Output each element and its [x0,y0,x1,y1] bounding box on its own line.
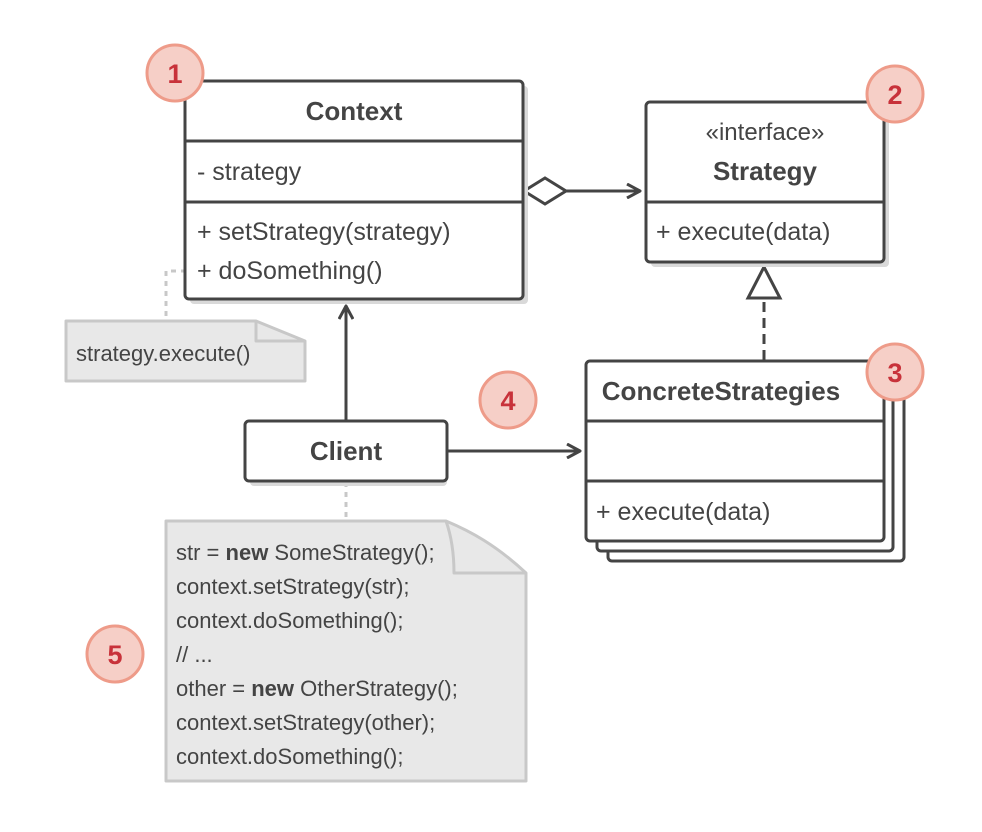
code-fragment: str = [176,540,226,565]
code-line: context.doSomething(); [176,744,403,769]
badge-5-label: 5 [107,640,122,670]
badge-4: 4 [478,370,538,430]
concrete-strategies-class: ConcreteStrategies + execute(data) [584,359,906,563]
code-keyword: new [251,676,295,701]
code-line: // ... [176,642,213,667]
context-method-setstrategy: + setStrategy(strategy) [197,218,451,246]
code-fragment: context.setStrategy(str); [176,574,410,599]
code-fragment: // ... [176,642,213,667]
code-line: str = new SomeStrategy(); [176,540,435,565]
client-note: str = new SomeStrategy(); context.setStra… [164,519,528,783]
client-note-code: str = new SomeStrategy(); context.setStra… [176,540,458,769]
code-line: context.setStrategy(str); [176,574,410,599]
badge-1: 1 [145,43,205,103]
context-method-dosomething: + doSomething() [197,257,383,285]
strategy-interface: «interface» Strategy + execute(data) [644,100,889,267]
badge-3: 3 [865,342,925,402]
note-fold [254,321,305,343]
context-note: strategy.execute() [64,319,307,383]
concrete-method-execute: + execute(data) [596,498,770,526]
badge-4-label: 4 [500,386,515,416]
context-field-strategy: - strategy [197,158,302,186]
client-class: Client [243,419,449,486]
badge-2-label: 2 [887,80,902,110]
code-fragment: other = [176,676,251,701]
strategy-title: Strategy [713,156,818,186]
note-fold [444,520,526,575]
badge-3-label: 3 [887,358,902,388]
realization-connector [745,263,783,360]
concrete-title: ConcreteStrategies [602,376,840,406]
code-fragment: context.doSomething(); [176,744,403,769]
strategy-stereotype: «interface» [706,119,825,146]
realization-triangle [745,263,783,300]
code-keyword: new [226,540,270,565]
aggregation-diamond [521,176,569,206]
aggregation-connector [521,176,640,206]
code-line: context.doSomething(); [176,608,403,633]
code-line: context.setStrategy(other); [176,710,435,735]
badge-5: 5 [85,624,145,684]
code-fragment: SomeStrategy(); [268,540,434,565]
badge-2: 2 [865,64,925,124]
context-class: Context - strategy + setStrategy(strateg… [183,79,528,304]
context-title: Context [306,96,403,126]
context-note-text: strategy.execute() [76,341,250,366]
strategy-method-execute: + execute(data) [656,218,830,246]
code-line: other = new OtherStrategy(); [176,676,458,701]
client-title: Client [310,436,383,466]
context-note-connector [164,269,186,320]
badge-1-label: 1 [167,59,182,89]
code-fragment: OtherStrategy(); [294,676,458,701]
code-fragment: context.setStrategy(other); [176,710,435,735]
code-fragment: context.doSomething(); [176,608,403,633]
